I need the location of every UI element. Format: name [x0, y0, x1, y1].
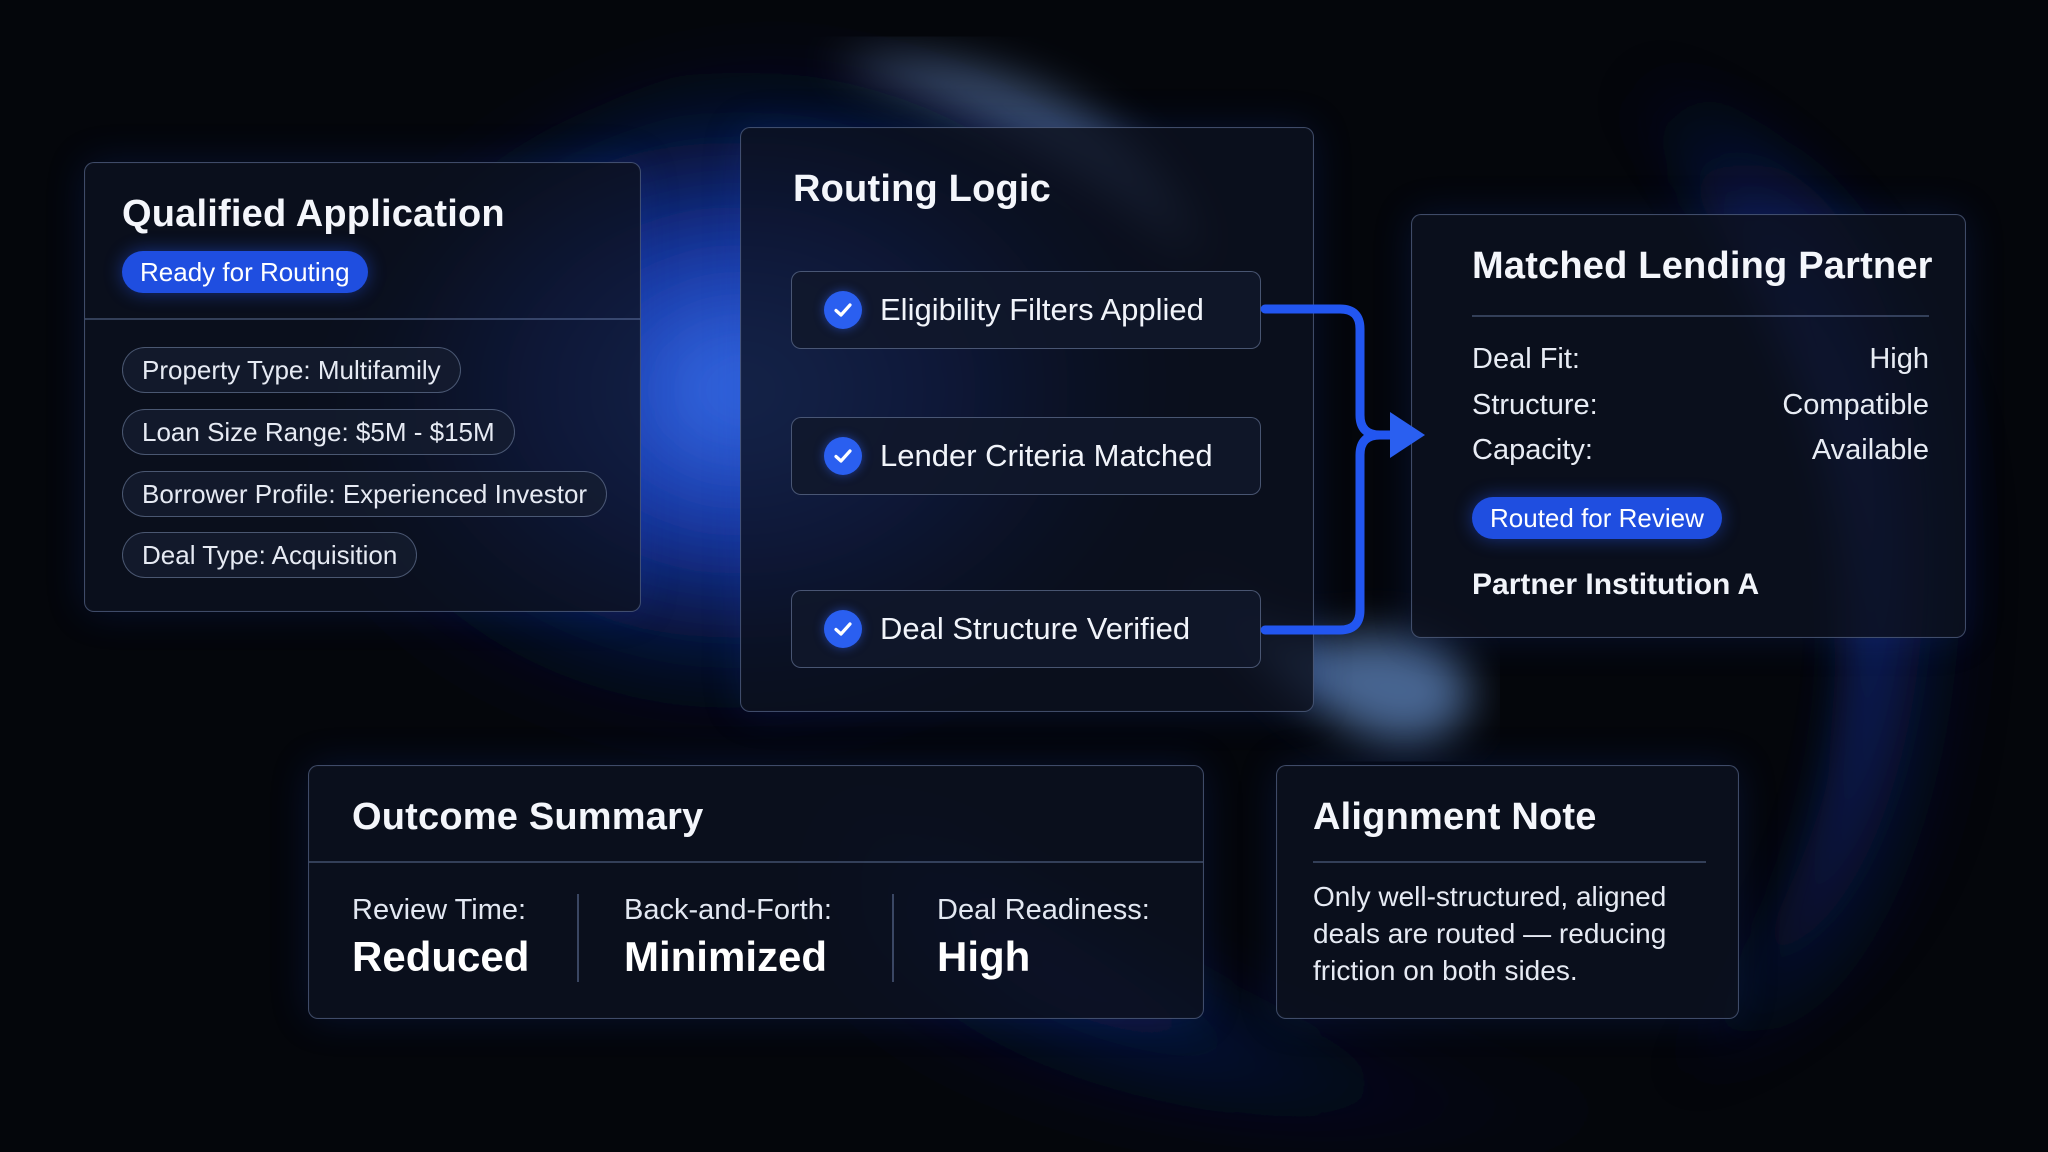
- alignment-note-line: deals are routed — reducing: [1313, 918, 1667, 949]
- structure-value: Compatible: [1782, 389, 1929, 421]
- review-time-label: Review Time:: [352, 894, 527, 926]
- alignment-note-line: Only well-structured, aligned: [1313, 881, 1667, 912]
- structure-label: Structure:: [1472, 389, 1598, 421]
- back-and-forth-value: Minimized: [624, 933, 828, 980]
- routing-logic-panel: Routing Logic Eligibility Filters Applie…: [740, 127, 1314, 712]
- review-time-value: Reduced: [352, 933, 530, 980]
- ready-for-routing-badge: Ready for Routing: [122, 251, 368, 293]
- alignment-note-panel: Alignment Note Only well-structured, ali…: [1276, 765, 1739, 1019]
- routing-step-label: Lender Criteria Matched: [880, 438, 1213, 473]
- routing-step-deal-structure: Deal Structure Verified: [791, 590, 1261, 668]
- matched-lending-partner-panel: Matched Lending Partner Deal Fit: High S…: [1411, 214, 1966, 638]
- routing-step-lender-criteria: Lender Criteria Matched: [791, 417, 1261, 495]
- attribute-pill-property-type: Property Type: Multifamily: [122, 347, 461, 393]
- alignment-note-divider: [1313, 861, 1706, 863]
- qualified-application-divider: [85, 318, 640, 320]
- back-and-forth-metric: Back-and-Forth: Minimized: [624, 894, 832, 981]
- routing-logic-title: Routing Logic: [793, 168, 1051, 210]
- deal-fit-label: Deal Fit:: [1472, 343, 1580, 375]
- routing-step-label: Deal Structure Verified: [880, 611, 1191, 646]
- routing-step-label: Eligibility Filters Applied: [880, 292, 1204, 327]
- attribute-pill-loan-size: Loan Size Range: $5M - $15M: [122, 409, 515, 455]
- routing-step-eligibility-filters: Eligibility Filters Applied: [791, 271, 1261, 349]
- deal-readiness-label: Deal Readiness:: [937, 894, 1150, 926]
- check-circle-icon: [824, 437, 862, 475]
- attribute-pill-deal-type: Deal Type: Acquisition: [122, 532, 418, 578]
- capacity-label: Capacity:: [1472, 434, 1593, 466]
- metric-separator: [577, 894, 579, 982]
- deal-fit-row: Deal Fit: High: [1472, 343, 1929, 376]
- outcome-summary-panel: Outcome Summary Review Time: Reduced Bac…: [308, 765, 1204, 1019]
- alignment-note-line: friction on both sides.: [1313, 955, 1578, 986]
- check-circle-icon: [824, 610, 862, 648]
- review-time-metric: Review Time: Reduced: [352, 894, 529, 981]
- matched-partner-divider: [1472, 315, 1929, 317]
- outcome-summary-title: Outcome Summary: [352, 796, 704, 838]
- structure-row: Structure: Compatible: [1472, 389, 1929, 422]
- qualified-application-title: Qualified Application: [122, 193, 505, 235]
- routed-for-review-badge: Routed for Review: [1472, 497, 1722, 539]
- capacity-row: Capacity: Available: [1472, 434, 1929, 467]
- deal-readiness-metric: Deal Readiness: High: [937, 894, 1150, 981]
- qualified-application-panel: Qualified Application Ready for Routing …: [84, 162, 641, 612]
- metric-separator: [892, 894, 894, 982]
- matched-lending-partner-title: Matched Lending Partner: [1472, 245, 1933, 287]
- back-and-forth-label: Back-and-Forth:: [624, 894, 832, 926]
- deal-readiness-value: High: [937, 933, 1031, 980]
- check-circle-icon: [824, 291, 862, 329]
- partner-institution-name: Partner Institution A: [1472, 568, 1760, 601]
- alignment-note-title: Alignment Note: [1313, 796, 1597, 838]
- alignment-note-text: Only well-structured, aligned deals are …: [1313, 878, 1666, 989]
- capacity-value: Available: [1811, 434, 1929, 466]
- attribute-pill-borrower-profile: Borrower Profile: Experienced Investor: [122, 471, 608, 517]
- outcome-summary-divider: [309, 861, 1203, 863]
- deal-fit-value: High: [1869, 343, 1929, 375]
